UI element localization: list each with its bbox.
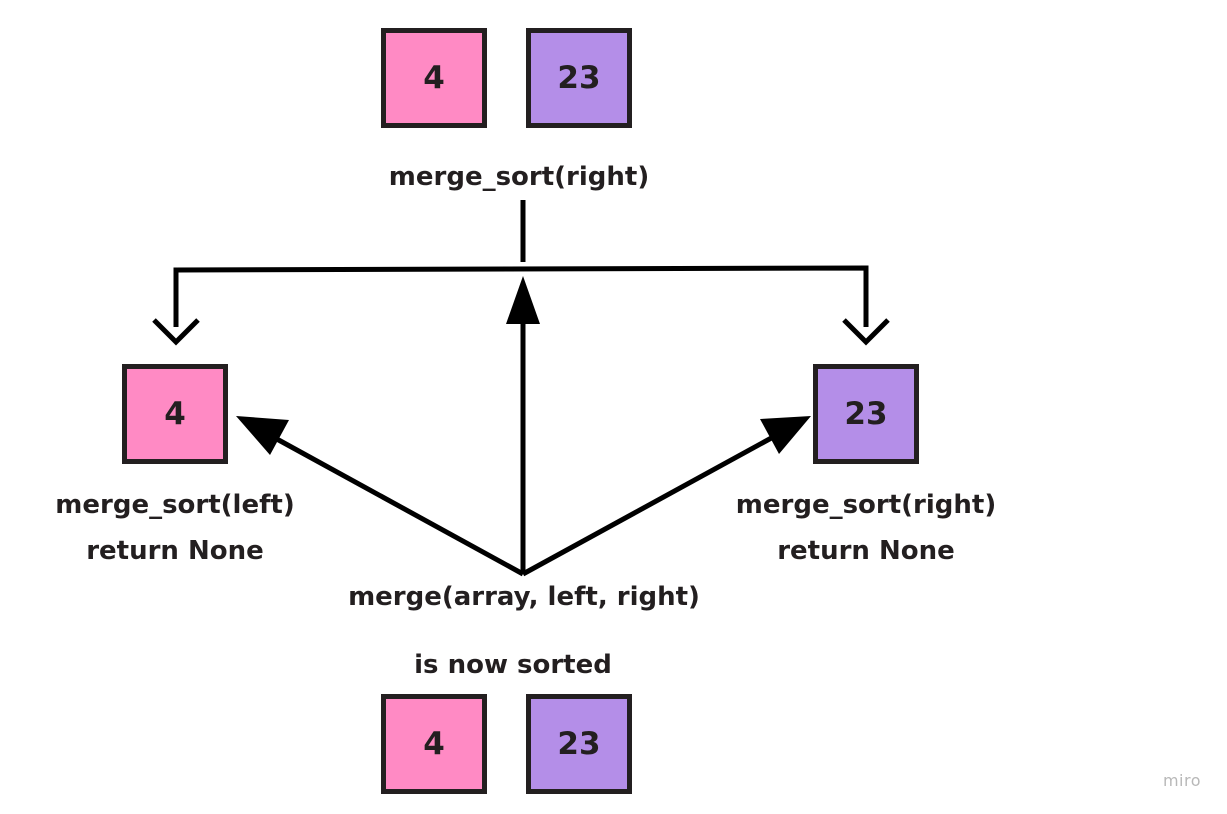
right-node-caption-2: return None: [777, 536, 955, 566]
bottom-caption: is now sorted: [414, 650, 612, 680]
right-open-arrowhead: [842, 318, 890, 346]
split-bar-line: [173, 265, 869, 327]
left-node-caption-2: return None: [86, 536, 264, 566]
merge-caption: merge(array, left, right): [348, 582, 700, 612]
right-node-caption-1: merge_sort(right): [735, 490, 997, 520]
bottom-box-right: 23: [526, 694, 632, 794]
merge-to-up-arrowhead: [506, 276, 540, 324]
right-node-box: 23: [813, 364, 919, 464]
left-node-caption-1: merge_sort(left): [55, 490, 295, 520]
miro-watermark: miro: [1162, 771, 1201, 790]
bottom-box-left: 4: [381, 694, 487, 794]
top-box-left: 4: [381, 28, 487, 128]
merge-to-left-arrowhead: [236, 416, 289, 455]
left-node-box: 4: [122, 364, 228, 464]
merge-to-right-arrowhead: [760, 416, 811, 454]
left-open-arrowhead: [152, 318, 200, 346]
merge-to-right-arrow-line: [521, 433, 777, 577]
top-box-right: 23: [526, 28, 632, 128]
top-caption: merge_sort(right): [388, 162, 650, 192]
merge-to-left-arrow-line: [273, 435, 525, 577]
